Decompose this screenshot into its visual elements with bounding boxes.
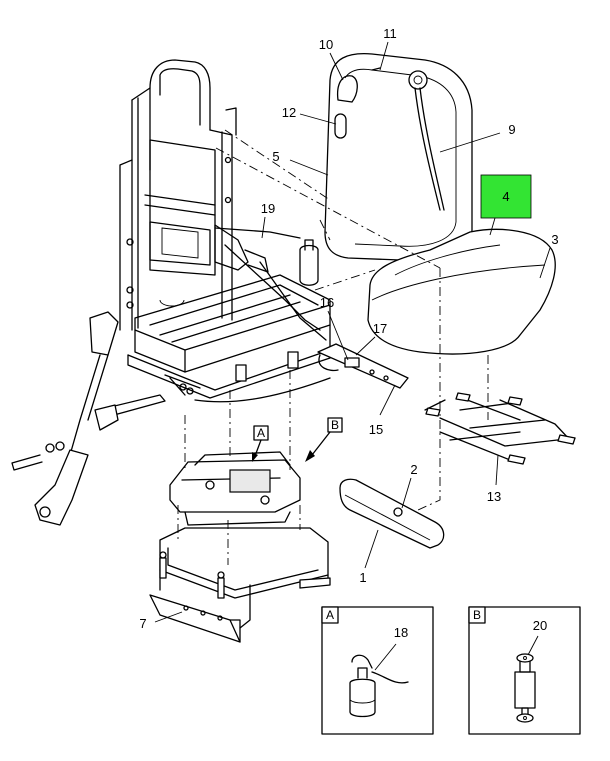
callout-10: 10	[319, 37, 333, 52]
view-ref-a[interactable]: A	[252, 425, 269, 462]
seat-back-frame	[119, 59, 237, 331]
highlight-part-4[interactable]: 4	[480, 174, 532, 219]
view-ref-b-label: B	[331, 418, 339, 432]
callout-9: 9	[508, 122, 515, 137]
detail-b-panel: B 20	[468, 606, 581, 735]
adjustment-handle	[317, 343, 409, 389]
leader-lines	[154, 41, 551, 623]
callout-17: 17	[373, 321, 387, 336]
seat-pan-frame	[127, 274, 331, 403]
cushion-spring-pan	[424, 392, 576, 465]
callout-13: 13	[487, 489, 501, 504]
callout-3: 3	[551, 232, 558, 247]
callout-numbers: 10 11 12 9 5 3 19 16 17 15 2 13 1 7	[139, 26, 558, 631]
alignment-lines	[177, 129, 489, 565]
detail-b-label: B	[473, 608, 481, 622]
detail-a-label: A	[326, 608, 334, 622]
view-ref-a-label: A	[257, 426, 265, 440]
callout-1: 1	[359, 570, 366, 585]
seat-back-cushion	[324, 52, 473, 261]
callout-12: 12	[282, 105, 296, 120]
seat-base	[149, 527, 331, 643]
air-valve-18	[349, 654, 409, 718]
callout-16: 16	[320, 295, 334, 310]
shock-absorber-20	[514, 653, 536, 723]
air-cylinder-assembly	[214, 224, 327, 341]
callout-4-label: 4	[502, 189, 509, 204]
detail-a-panel: A 18	[321, 606, 434, 735]
seat-belt	[11, 311, 166, 526]
callout-7: 7	[139, 616, 146, 631]
callout-5: 5	[272, 149, 279, 164]
seat-suspension	[169, 451, 301, 526]
seat-cushion	[367, 228, 556, 355]
callout-2: 2	[410, 462, 417, 477]
callout-11: 11	[383, 26, 397, 41]
armrest	[339, 478, 445, 549]
view-ref-b[interactable]: B	[305, 417, 343, 462]
detail-b-callout: 20	[533, 618, 547, 633]
detail-a-callout: 18	[394, 625, 408, 640]
callout-15: 15	[369, 422, 383, 437]
callout-19: 19	[261, 201, 275, 216]
